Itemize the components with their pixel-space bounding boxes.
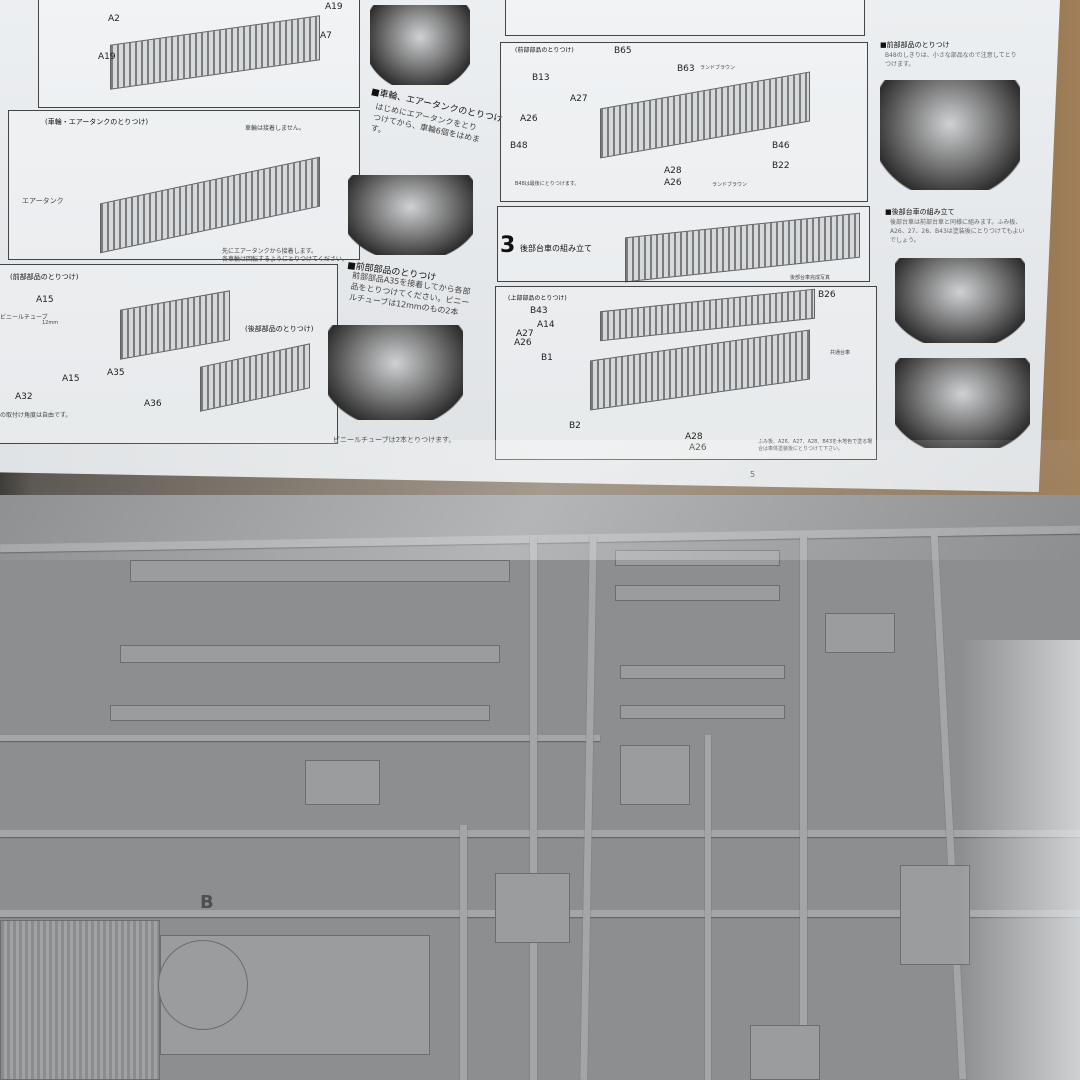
sprue-rail: [580, 534, 597, 1080]
photo-frame: [370, 5, 470, 85]
section-heading: (前部部品のとりつけ): [515, 47, 574, 54]
callout: ランドブラウン: [700, 65, 736, 71]
side-caption: ビニールチューブは2本とりつけます。: [333, 436, 456, 444]
side-title: ■前部部品のとりつけ: [880, 41, 950, 49]
part-label: A26: [520, 114, 538, 124]
step-title: 後部台車の組み立て: [520, 244, 592, 253]
part-label: A26: [664, 178, 682, 188]
section-heading: (上部部品のとりつけ): [508, 295, 567, 302]
callout: 先にエアータンクから接着します。: [222, 248, 318, 255]
part-label: A19: [98, 52, 116, 62]
page-number: 5: [750, 470, 756, 479]
side-title: ■後部台車の組み立て: [885, 208, 955, 216]
callout: ランドブラウン: [712, 182, 748, 188]
photo-front: [328, 325, 463, 420]
sprue-rail: [460, 825, 467, 1080]
panel-top: [505, 0, 865, 36]
callout: B48は最後にとりつけます。: [515, 181, 580, 187]
part-label: A15: [62, 374, 80, 384]
part-label: B63: [677, 64, 695, 74]
callout: エアータンク: [22, 197, 64, 205]
callout: 車輪は接着しません。: [245, 125, 305, 132]
part-label: B13: [532, 73, 550, 83]
sprue-frame-letter: B: [200, 892, 214, 913]
side-text: 前部部品A35を接着してから各部品をとりつけてください。ビニールチューブは12m…: [348, 270, 472, 317]
part-label: B43: [530, 306, 548, 316]
callout: の取付け角度は自由です。: [0, 412, 72, 419]
section-heading: (後部部品のとりつけ): [245, 325, 314, 333]
part-label: B65: [614, 46, 632, 56]
section-heading: (前部部品のとりつけ): [10, 273, 79, 281]
sprue-part-beam: [615, 550, 780, 566]
sprue-part-block: [620, 745, 690, 805]
photo-front-2: [880, 80, 1020, 190]
sprue-part-beam: [120, 645, 500, 663]
side-text: B48のしきりは、小さな部品なので注意してとりつけます。: [885, 52, 1017, 68]
part-label: A32: [15, 392, 33, 402]
callout: ビニールチューブ: [0, 314, 48, 321]
side-text: 後部台車は前部台車と同様に組みます。ふみ板、A26、27、28、B43は塗装後に…: [890, 219, 1025, 244]
plastic-sprue: B: [0, 495, 1080, 1080]
sprue-rail: [930, 535, 967, 1080]
section-heading: (車輪・エアータンクのとりつけ): [45, 118, 149, 126]
part-label: B48: [510, 141, 528, 151]
part-label: B46: [772, 141, 790, 151]
sprue-rail: [530, 535, 537, 1080]
callout: ふみ板、A26、A27、A28、B43を木地色で塗る場合は車体塗装後にとりつけて…: [758, 439, 873, 452]
part-label: A35: [107, 368, 125, 378]
sprue-part-block: [495, 873, 570, 943]
part-label: A26: [689, 443, 707, 453]
part-label: A27: [516, 329, 534, 339]
part-label: A15: [36, 295, 54, 305]
callout: 後部台車完成写真: [790, 275, 831, 281]
sprue-part-grille: [0, 920, 160, 1080]
sprue-part-beam: [620, 705, 785, 719]
part-label: A2: [108, 14, 120, 24]
part-label: A14: [537, 320, 555, 330]
sprue-part-turntable: [158, 940, 248, 1030]
callout: 12mm: [42, 320, 59, 326]
part-label: B26: [818, 290, 836, 300]
sprue-part-beam: [110, 705, 490, 721]
callout: 共通台車: [830, 350, 851, 356]
part-label: A36: [144, 399, 162, 409]
part-label: A19: [325, 2, 343, 12]
sprue-rail: [0, 735, 600, 741]
sprue-part-beam: [620, 665, 785, 679]
part-label: A28: [685, 432, 703, 442]
sprue-part-block: [825, 613, 895, 653]
sprue-part-block: [750, 1025, 820, 1080]
sprue-rail: [0, 525, 1080, 553]
part-label: A27: [570, 94, 588, 104]
sprue-part-block: [900, 865, 970, 965]
instruction-sheet: A2 A19 A7 A19 A15 A15 A35 A32 A36 (車輪・エア…: [0, 0, 1060, 492]
sprue-part-block: [305, 760, 380, 805]
photo-rear-1: [895, 258, 1025, 343]
part-label: B22: [772, 161, 790, 171]
part-label: B2: [569, 421, 581, 431]
sprue-part-beam: [130, 560, 510, 582]
callout: 各車輪は回転するようにとりつけてください。: [222, 256, 348, 263]
part-label: B1: [541, 353, 553, 363]
step-number: 3: [500, 233, 516, 258]
photo-wheels: [348, 175, 473, 255]
sprue-rail: [705, 735, 711, 1080]
sprue-rail: [800, 535, 807, 1080]
photo-rear-2: [895, 358, 1030, 448]
sprue-rail: [0, 830, 1080, 837]
part-label: A26: [514, 338, 532, 348]
part-label: A28: [664, 166, 682, 176]
part-label: A7: [320, 31, 332, 41]
sprue-part-beam: [615, 585, 780, 601]
